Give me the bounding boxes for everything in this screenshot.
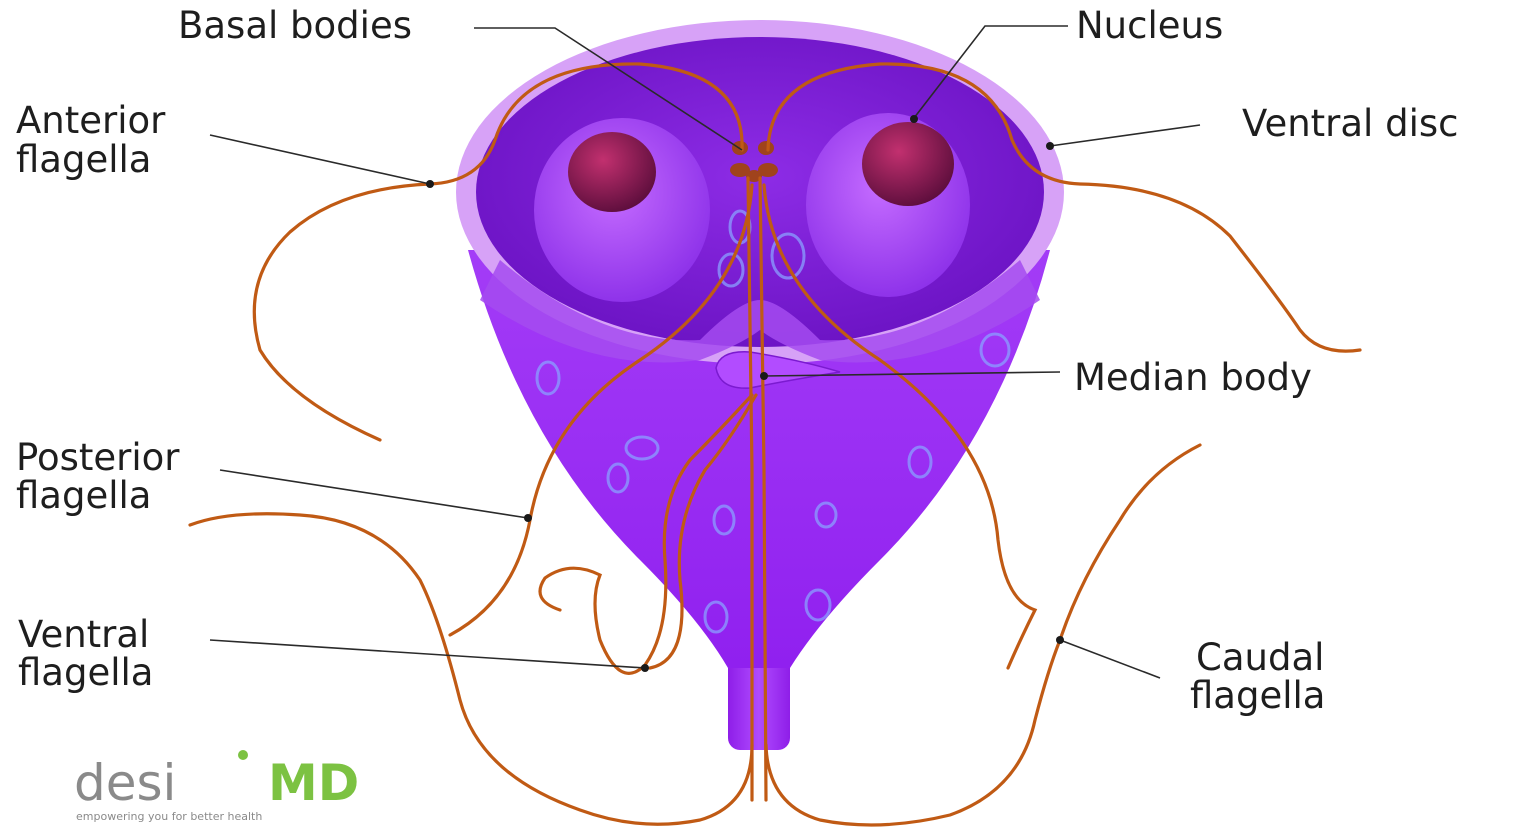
desimd-logo: desi MD empowering you for better health	[74, 750, 359, 823]
label-posterior-1: Posterior	[16, 436, 180, 479]
leader-posterior	[220, 470, 528, 518]
label-ventral-flagella-2: flagella	[18, 651, 153, 694]
dot-caudal	[1056, 636, 1064, 644]
label-median-body: Median body	[1074, 356, 1312, 399]
nucleus	[862, 122, 954, 206]
logo-tagline: empowering you for better health	[76, 810, 262, 823]
logo-brand-suffix: MD	[268, 754, 359, 812]
label-anterior-2: flagella	[16, 138, 151, 181]
organism-body	[456, 20, 1064, 750]
left-nucleus	[568, 132, 656, 212]
label-ventral-disc: Ventral disc	[1242, 102, 1458, 145]
dot-ventral-disc	[1046, 142, 1054, 150]
dot-anterior	[426, 180, 434, 188]
leader-ventral-flagella	[210, 640, 645, 668]
label-caudal-2: flagella	[1190, 674, 1325, 717]
logo-dot	[238, 750, 248, 760]
dot-posterior	[524, 514, 532, 522]
label-basal-bodies: Basal bodies	[178, 4, 412, 47]
leader-anterior	[210, 135, 430, 184]
label-anterior-1: Anterior	[16, 99, 166, 142]
dot-median-body	[760, 372, 768, 380]
label-caudal-1: Caudal	[1196, 636, 1324, 679]
dot-ventral-flagella	[641, 664, 649, 672]
dot-nucleus	[910, 115, 918, 123]
label-ventral-flagella-1: Ventral	[18, 613, 149, 656]
label-posterior-2: flagella	[16, 474, 151, 517]
label-nucleus: Nucleus	[1076, 4, 1223, 47]
logo-brand-prefix: desi	[74, 754, 176, 812]
leader-ventral-disc	[1050, 125, 1200, 146]
leader-caudal	[1060, 640, 1160, 678]
